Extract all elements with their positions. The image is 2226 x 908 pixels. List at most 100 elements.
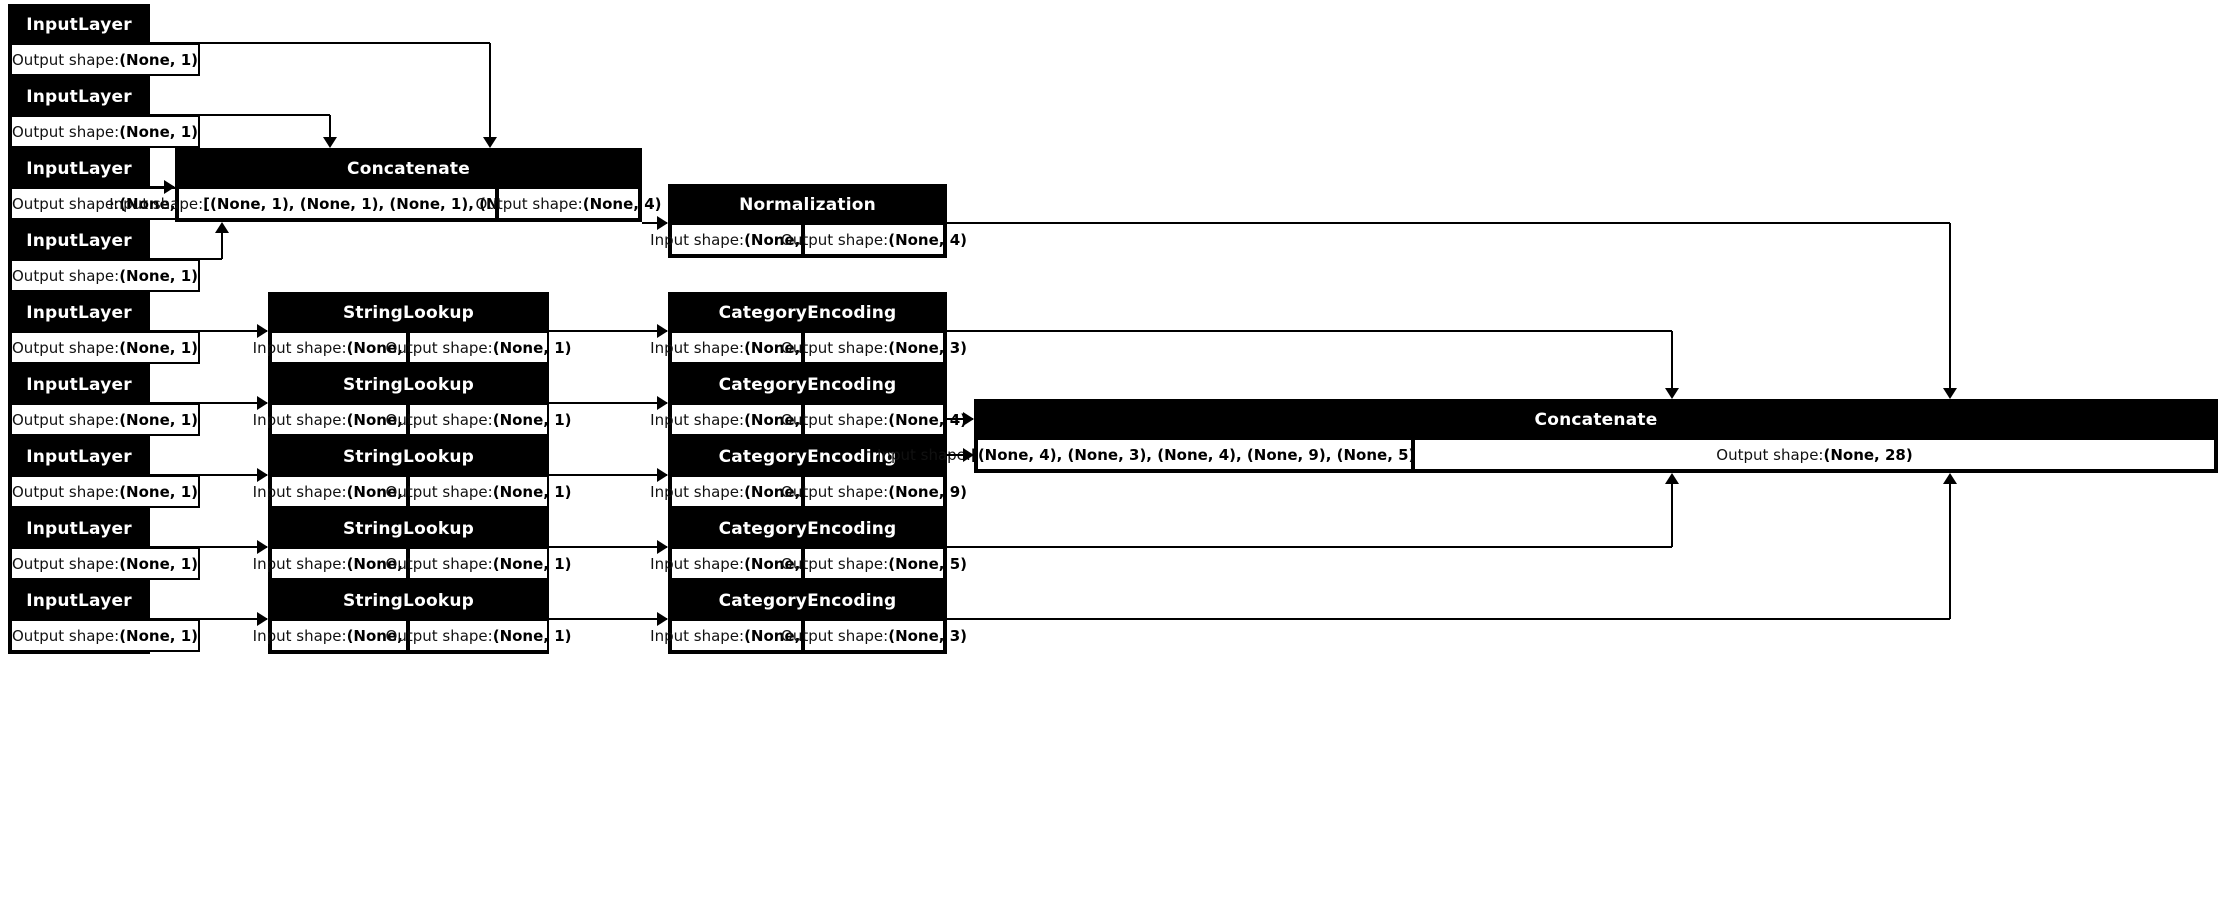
node-shape-row: Input shape: (None, 1)Output shape: (Non… <box>253 403 572 436</box>
node-shape-row: Output shape: (None, 1) <box>10 259 200 292</box>
node-shape-row: Input shape: (None, 1)Output shape: (Non… <box>253 475 572 508</box>
arrowhead-in4 <box>215 222 229 233</box>
edge-stringlookup-categoryencoding <box>549 474 667 476</box>
arrowhead-in1 <box>483 137 497 148</box>
node-title: InputLayer <box>10 438 148 475</box>
edge-ce2-h <box>947 418 973 420</box>
edge-in2-h <box>150 114 330 116</box>
node-title: StringLookup <box>270 438 547 475</box>
node-input-shape: Input shape: (None, 1) <box>253 475 425 508</box>
node-title: InputLayer <box>10 582 148 619</box>
edge-stringlookup-categoryencoding <box>549 402 667 404</box>
arrowhead-input-stringlookup <box>257 612 268 626</box>
edge-input-stringlookup <box>150 546 267 548</box>
node-title: InputLayer <box>10 294 148 331</box>
node-shape-row: Output shape: (None, 1) <box>10 475 200 508</box>
node-output-shape: Output shape: (None, 28) <box>1413 438 2216 471</box>
node-output-shape: Output shape: (None, 4) <box>476 187 662 220</box>
edge-in1-h <box>150 42 490 44</box>
node-output-shape: Output shape: (None, 1) <box>10 475 200 508</box>
arrowhead-ce4 <box>1665 473 1679 484</box>
node-shape-row: Output shape: (None, 1) <box>10 331 200 364</box>
node-shape-row: Input shape: (None, 1)Output shape: (Non… <box>253 619 572 652</box>
node-input-shape: Input shape: (None, 1) <box>253 331 425 364</box>
node-shape-row: Input shape: (None, 4)Output shape: (Non… <box>650 223 967 256</box>
node-shape-row: Output shape: (None, 1) <box>10 115 200 148</box>
node-title: CategoryEncoding <box>670 510 945 547</box>
node-output-shape: Output shape: (None, 1) <box>10 331 200 364</box>
node-shape-row: Input shape: [(None, 4), (None, 3), (Non… <box>877 438 2216 471</box>
node-shape-row: Output shape: (None, 1) <box>10 403 200 436</box>
node-title: CategoryEncoding <box>670 582 945 619</box>
node-shape-row: Input shape: (None, 1)Output shape: (Non… <box>650 547 967 580</box>
node-output-shape: Output shape: (None, 1) <box>10 547 200 580</box>
node-output-shape: Output shape: (None, 4) <box>781 223 967 256</box>
edge-ce4-v <box>1671 484 1673 547</box>
edge-input-stringlookup <box>150 618 267 620</box>
node-input-shape: Input shape: (None, 1) <box>253 547 425 580</box>
node-shape-row: Output shape: (None, 1) <box>10 187 200 220</box>
node-output-shape: Output shape: (None, 3) <box>781 331 967 364</box>
node-shape-row: Output shape: (None, 1) <box>10 547 200 580</box>
arrowhead-stringlookup-categoryencoding <box>657 468 668 482</box>
node-output-shape: Output shape: (None, 1) <box>10 43 200 76</box>
node-shape-row: Input shape: (None, 1)Output shape: (Non… <box>650 619 967 652</box>
node-input-shape: Input shape: [(None, 1), (None, 1), (Non… <box>109 187 565 220</box>
node-output-shape: Output shape: (None, 1) <box>386 331 572 364</box>
arrowhead-in2 <box>323 137 337 148</box>
node-output-shape: Output shape: (None, 1) <box>386 475 572 508</box>
node-title: StringLookup <box>270 582 547 619</box>
node-output-shape: Output shape: (None, 1) <box>10 403 200 436</box>
node-title: Concatenate <box>177 150 640 187</box>
node-input-shape: Input shape: (None, 1) <box>253 403 425 436</box>
edge-input-stringlookup <box>150 474 267 476</box>
node-output-shape: Output shape: (None, 5) <box>781 547 967 580</box>
arrowhead-stringlookup-categoryencoding <box>657 612 668 626</box>
edge-in1-v <box>489 43 491 137</box>
node-title: InputLayer <box>10 6 148 43</box>
node-title: StringLookup <box>270 366 547 403</box>
edge-ce5-h <box>947 618 1950 620</box>
node-title: InputLayer <box>10 222 148 259</box>
arrowhead-stringlookup-categoryencoding <box>657 540 668 554</box>
arrowhead-input-stringlookup <box>257 396 268 410</box>
arrowhead-concat1-norm <box>657 216 668 230</box>
node-shape-row: Input shape: [(None, 1), (None, 1), (Non… <box>109 187 662 220</box>
node-title: CategoryEncoding <box>670 366 945 403</box>
arrowhead-input-stringlookup <box>257 324 268 338</box>
node-output-shape: Output shape: (None, 1) <box>10 619 200 652</box>
arrowhead-stringlookup-categoryencoding <box>657 396 668 410</box>
node-output-shape: Output shape: (None, 1) <box>10 115 200 148</box>
arrowhead-stringlookup-categoryencoding <box>657 324 668 338</box>
edge-ce3-h <box>947 453 973 456</box>
node-output-shape: Output shape: (None, 4) <box>781 403 967 436</box>
edge-stringlookup-categoryencoding <box>549 546 667 548</box>
edge-in2-v <box>329 115 331 137</box>
edge-concat1-norm <box>642 222 667 224</box>
node-title: InputLayer <box>10 366 148 403</box>
arrowhead-ce1 <box>1665 388 1679 399</box>
arrowhead-input-stringlookup <box>257 540 268 554</box>
node-title: InputLayer <box>10 150 148 187</box>
edge-ce4-h <box>947 546 1672 548</box>
node-shape-row: Input shape: (None, 1)Output shape: (Non… <box>253 331 572 364</box>
arrowhead-ce3 <box>963 447 974 462</box>
edge-in3-h <box>150 186 174 188</box>
